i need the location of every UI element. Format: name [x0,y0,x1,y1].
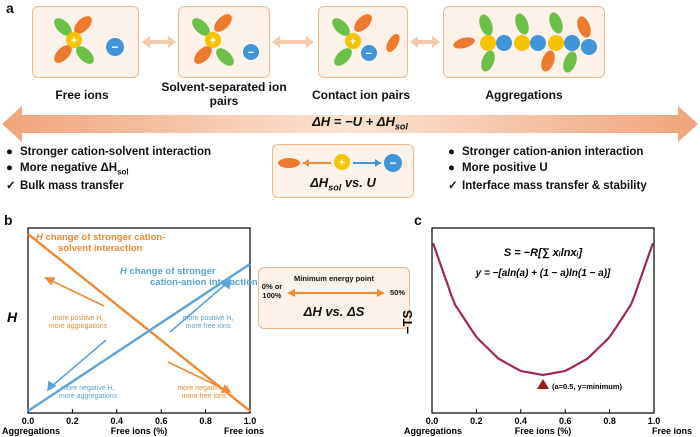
blue-direction-arrows [47,278,231,392]
y-axis-label: −TS [400,310,415,335]
dh-vs-ds-label: ΔH vs. ΔS [303,304,365,319]
orange-direction-arrows [44,277,232,393]
cation-icon [66,32,82,48]
x-left-label: Aggregations [2,426,60,436]
x-tick-label: 0.6 [155,416,168,426]
left-range-label: 0% or 100% [261,282,283,300]
cation-icon [205,32,221,48]
panel-b-chart: H Free ions (%) Aggregations Free ions 0… [2,227,264,436]
state-label-free-ions: Free ions [55,88,109,102]
x-left-label: Aggregations [404,426,462,436]
annot-blue-lower-left: more negative H,more aggregations [59,385,118,400]
x-tick-label: 0.6 [559,416,572,426]
right-point-2: ●More positive U [448,162,548,174]
x-ticks: 0.0 0.2 0.4 0.6 0.8 1.0 [426,409,661,426]
panel-c-letter: c [414,212,422,228]
state-label-solvent-separated: Solvent-separated ion pairs [161,80,287,108]
dh-vs-u-box: + − ΔHsol vs. U [272,144,414,198]
left-point-1: ●Stronger cation-solvent interaction [6,146,212,158]
dh-vs-u-label: ΔHsol vs. U [310,175,376,193]
minimum-label: (a=0.5, y=minimum) [552,382,623,391]
left-point-3: ✓Bulk mass transfer [6,180,124,192]
right-range-label: 50% [389,288,405,297]
y-axis-label: H [7,309,18,325]
panel-c-chart: −TS Free ions (%) Aggregations Free ions… [400,227,692,436]
anion-icon [106,38,124,56]
contact-ion-pairs-box: + − [318,6,408,78]
svg-text:−: − [111,40,118,54]
free-ions-illustration: + − [54,16,124,64]
free-ions-box: + − [32,6,139,78]
panel-a-letter: a [6,0,14,16]
x-tick-label: 0.0 [22,416,35,426]
x-tick-label: 1.0 [244,416,257,426]
x-right-label: Free ions [652,426,692,436]
x-tick-label: 0.8 [199,416,212,426]
range-arrow [287,289,385,297]
panel-b-letter: b [4,212,13,228]
annot-blue-upper-right: more positive H,more free ions [183,315,234,330]
x-tick-label: 0.0 [426,416,439,426]
state-label-contact-ion-pairs: Contact ion pairs [311,88,410,102]
energy-double-arrow [2,106,698,142]
transition-arrows [142,36,440,48]
dh-vs-ds-box: Minimum energy point 0% or 100% 50% ΔH v… [258,267,410,329]
svg-text:+: + [71,35,77,47]
orange-series-line [27,233,251,412]
left-point-2: ●More negative ΔHsol [6,162,129,177]
right-point-1: ●Stronger cation-anion interaction [448,146,644,158]
svg-text:−: − [248,47,254,59]
energy-equation: ΔH = −U + ΔHsol [312,114,408,132]
x-axis-label: Free ions (%) [515,426,572,436]
entropy-curve [432,242,654,377]
annot-orange-upper-left: more positive H,more aggregations [49,315,108,330]
x-tick-label: 0.2 [470,416,483,426]
cation-icon [345,33,361,49]
x-tick-label: 0.8 [603,416,616,426]
entropy-equation: S = −R[∑ xᵢlnxᵢ] [504,247,583,259]
svg-text:+: + [350,36,356,48]
mixing-equation: y = −[aln(a) + (1 − a)ln(1 − a)] [475,268,611,279]
orange-series-title: H change of stronger cation- solvent int… [36,232,168,254]
svg-text:+: + [339,157,345,169]
aggregations-illustration [453,12,597,73]
x-tick-label: 0.4 [111,416,124,426]
min-energy-label: Minimum energy point [293,274,374,283]
x-right-label: Free ions [224,426,264,436]
x-tick-label: 0.2 [66,416,79,426]
svg-text:−: − [389,156,396,170]
right-point-3: ✓Interface mass transfer & stability [448,180,647,192]
blue-series-line [27,262,251,413]
ion-separation-illustration: + − [278,154,402,172]
annot-orange-lower-right: more negative H,more free ions [177,385,230,400]
anion-icon [243,44,259,60]
x-axis-label: Free ions (%) [111,426,168,436]
state-label-aggregations: Aggregations [485,88,563,102]
svg-text:−: − [366,48,372,60]
minimum-marker [537,379,549,389]
contact-ion-pairs-illustration: + − [332,14,400,66]
anion-icon [361,45,377,61]
aggregations-box [443,6,605,78]
solvent-separated-box: + − [178,6,270,78]
solvent-separated-illustration: + − [192,14,259,66]
x-tick-label: 1.0 [648,416,661,426]
svg-text:+: + [210,35,216,47]
x-tick-label: 0.4 [515,416,528,426]
